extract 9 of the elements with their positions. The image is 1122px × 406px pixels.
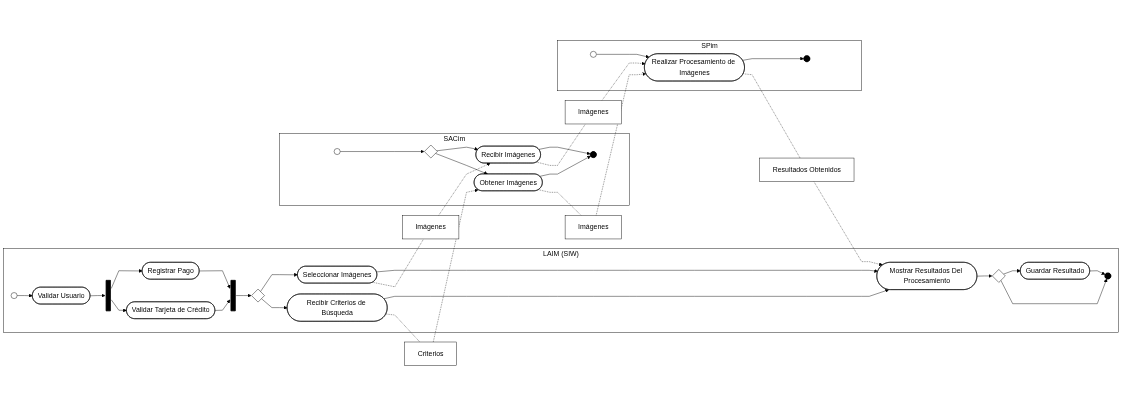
node-diamond: [992, 269, 1006, 283]
connector: [536, 123, 586, 166]
node-circle: [590, 51, 597, 58]
node-diamond: [251, 288, 265, 303]
node-circle: [10, 292, 18, 299]
node-circle: [333, 148, 341, 155]
node-diamond: [424, 144, 438, 159]
connector: [372, 238, 424, 287]
connector: [538, 189, 582, 216]
